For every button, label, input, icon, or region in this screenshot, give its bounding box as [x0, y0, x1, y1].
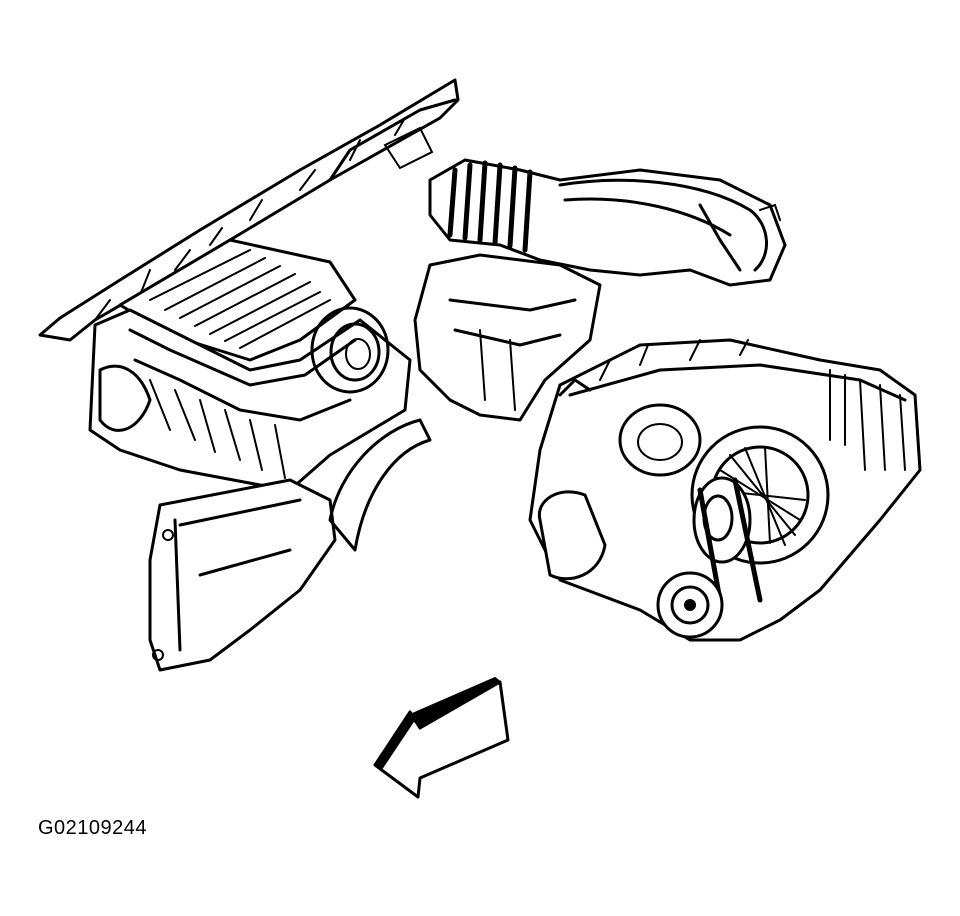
figure-id-label: G02109244: [38, 817, 148, 839]
cowl-panel: [38, 78, 460, 342]
intake-duct: [428, 158, 787, 287]
front-direction-arrow: [373, 676, 510, 799]
support-bracket: [148, 418, 432, 672]
engine-accessories: [528, 338, 922, 642]
resonator: [413, 253, 602, 422]
air-cleaner-housing: [88, 238, 412, 492]
